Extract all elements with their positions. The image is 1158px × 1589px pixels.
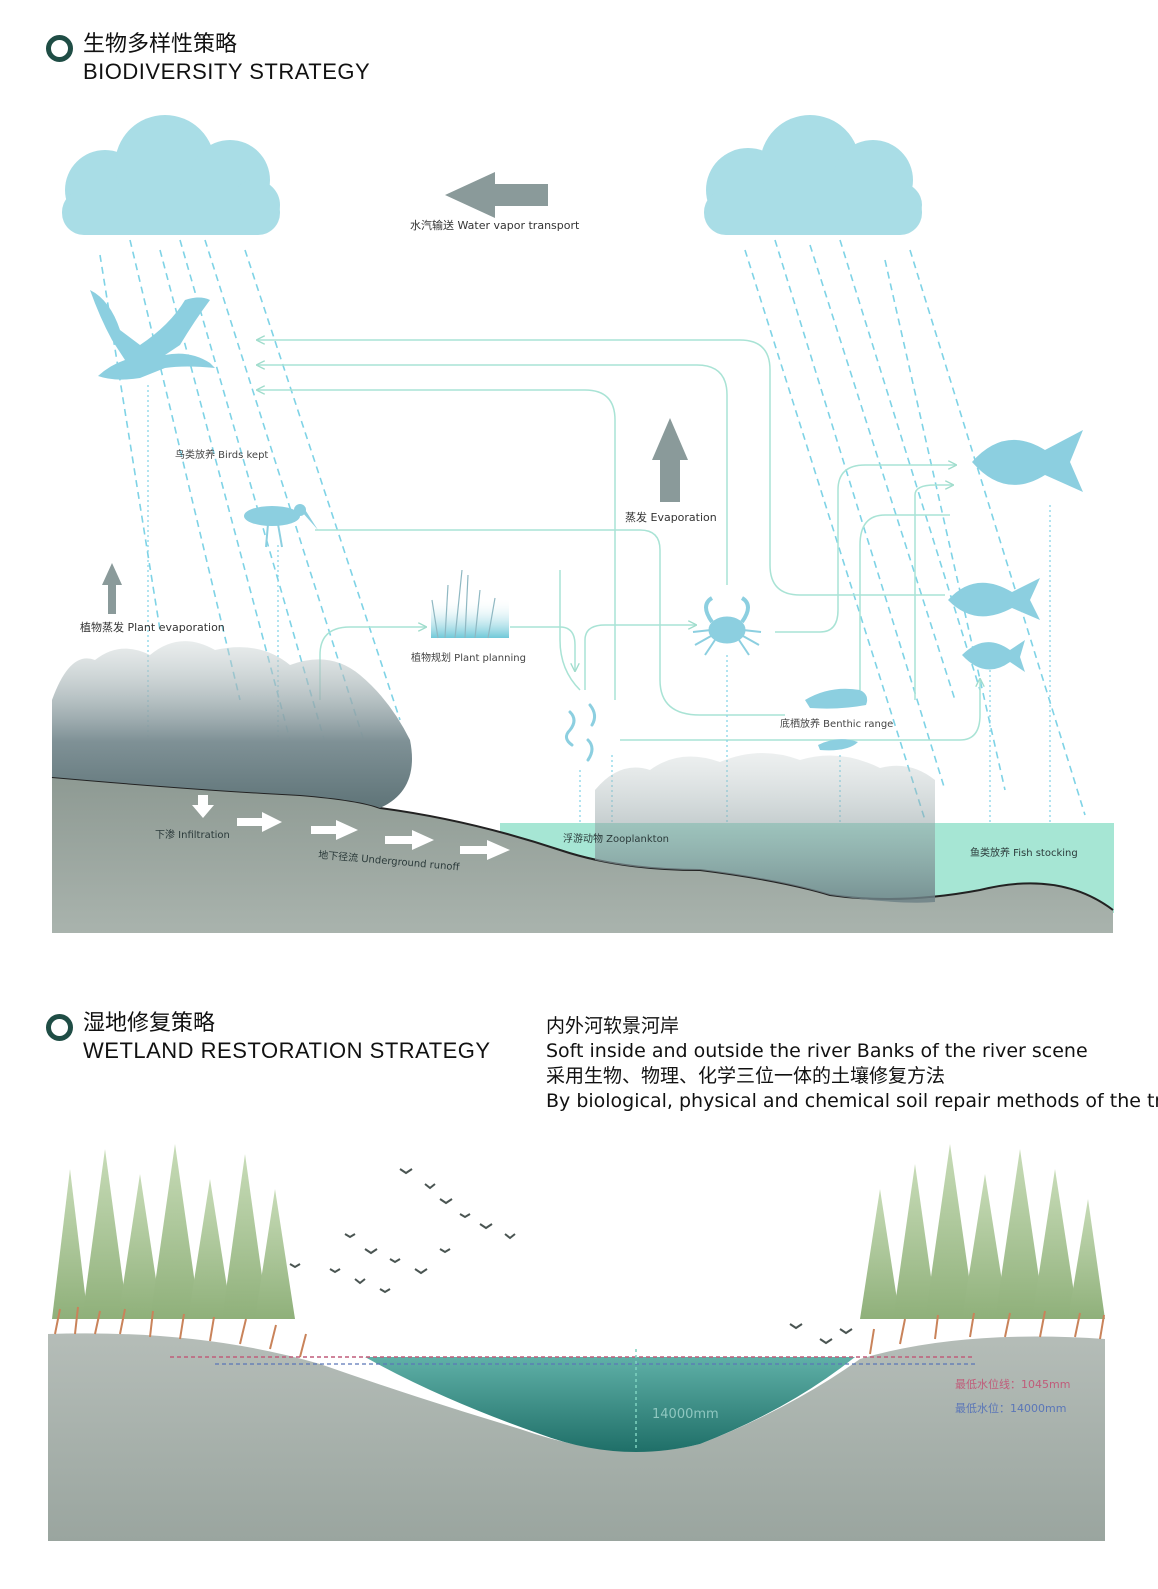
wetland-header: 湿地修复策略 WETLAND RESTORATION STRATEGY <box>46 1010 491 1064</box>
evaporation-arrow-icon <box>652 418 688 502</box>
fish-icon-large <box>972 430 1083 492</box>
depth-label: 14000mm <box>652 1407 719 1422</box>
fish-icon-small <box>962 640 1025 672</box>
circle-bullet-icon <box>46 1014 73 1041</box>
flow-lines <box>258 340 980 741</box>
plant-evaporation-label: 植物蒸发 Plant evaporation <box>80 620 225 634</box>
reed-vegetation-right <box>595 752 935 903</box>
circle-bullet-icon <box>46 35 73 62</box>
biodiversity-diagram: 水汽输送 Water vapor transport <box>51 115 1114 933</box>
desc-zh-2: 采用生物、物理、化学三位一体的土壤修复方法 <box>546 1065 946 1087</box>
rain-lines-right <box>744 239 1086 821</box>
evaporation-label: 蒸发 Evaporation <box>625 510 717 524</box>
riverbank-ground <box>48 1333 1105 1541</box>
plant-evaporation-arrow-icon <box>102 563 122 614</box>
cloud-icon-right <box>704 115 922 235</box>
wetland-title-zh: 湿地修复策略 <box>83 1011 216 1036</box>
benthic-range-label: 底栖放养 Benthic range <box>780 717 893 730</box>
wetland-description: 内外河软景河岸 Soft inside and outside the rive… <box>546 1014 1158 1114</box>
biodiversity-title-zh: 生物多样性策略 <box>83 32 238 57</box>
desc-en-1: Soft inside and outside the river Banks … <box>546 1040 1088 1062</box>
bird-flock-icon <box>289 1168 853 1345</box>
plant-planning-label: 植物规划 Plant planning <box>411 651 526 664</box>
ground-section <box>52 777 1113 933</box>
shrub-vegetation-left <box>52 641 412 808</box>
river-water <box>365 1357 855 1452</box>
biodiversity-title-en: BIODIVERSITY STRATEGY <box>83 59 371 84</box>
water-line-label-1: 最低水位线：1045mm <box>955 1377 1070 1391</box>
cloud-icon-left <box>62 115 280 235</box>
water-vapor-arrow-icon <box>445 172 548 218</box>
tree-row-left <box>52 1144 295 1319</box>
fish-icon-medium <box>948 578 1040 620</box>
infiltration-label: 下渗 Infiltration <box>155 828 230 841</box>
shrimp-icon <box>805 688 868 751</box>
reed-bank-left <box>54 1306 307 1358</box>
plankton-icon <box>565 703 597 762</box>
water-vapor-label: 水汽输送 Water vapor transport <box>410 218 580 232</box>
desc-en-2: By biological, physical and chemical soi… <box>546 1090 1158 1112</box>
fish-stocking-label: 鱼类放养 Fish stocking <box>970 846 1078 859</box>
reed-icon <box>431 569 509 639</box>
bird-icon <box>90 290 215 380</box>
reed-bank-right <box>869 1310 1105 1355</box>
tree-row-right <box>860 1144 1105 1319</box>
birds-kept-label: 鸟类放养 Birds kept <box>175 448 268 461</box>
wetland-diagram: 14000mm 最低水位线：1045mm 最低水位：14000mm <box>48 1144 1105 1541</box>
water-line-label-2: 最低水位：14000mm <box>955 1401 1066 1415</box>
infiltration-arrows <box>192 795 510 860</box>
crab-icon <box>692 596 762 656</box>
heron-icon <box>244 504 318 548</box>
biodiversity-header: 生物多样性策略 BIODIVERSITY STRATEGY <box>46 31 370 85</box>
wetland-title-en: WETLAND RESTORATION STRATEGY <box>83 1038 491 1063</box>
zooplankton-label: 浮游动物 Zooplankton <box>563 832 669 845</box>
desc-zh-1: 内外河软景河岸 <box>546 1015 680 1037</box>
